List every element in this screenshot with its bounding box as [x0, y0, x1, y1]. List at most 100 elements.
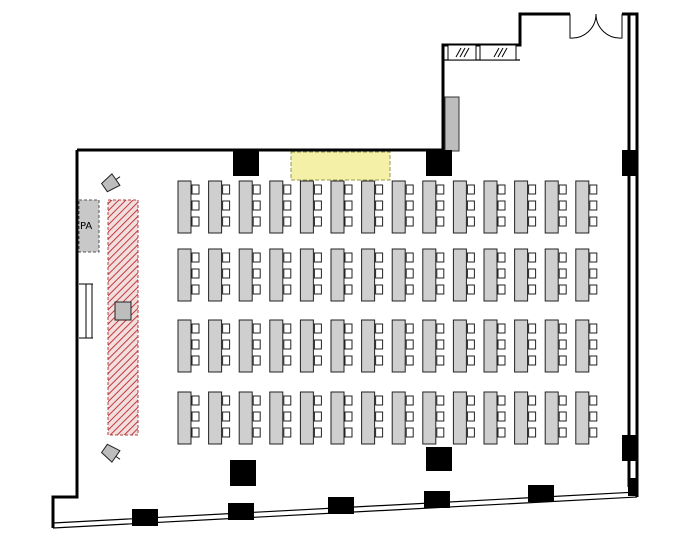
- chair: [497, 323, 506, 334]
- desk: [544, 319, 559, 373]
- desk-unit: [514, 180, 537, 234]
- desk: [575, 319, 590, 373]
- desk-unit: [269, 180, 292, 234]
- door-leaf-left[interactable]: [569, 13, 597, 39]
- desk-unit: [361, 391, 384, 445]
- desk-unit: [361, 248, 384, 302]
- chair: [283, 184, 292, 195]
- desk: [452, 391, 467, 445]
- chair: [405, 323, 414, 334]
- chair: [558, 323, 567, 334]
- desk: [422, 180, 437, 234]
- west-wall: [51, 150, 79, 528]
- chair: [191, 427, 200, 438]
- column: [328, 497, 354, 514]
- seating-row-block: [177, 319, 598, 373]
- chair: [436, 184, 445, 195]
- desk: [330, 391, 345, 445]
- chair: [466, 395, 475, 406]
- chair: [252, 268, 261, 279]
- chair: [497, 355, 506, 366]
- desk-unit: [514, 248, 537, 302]
- desk-unit: [422, 319, 445, 373]
- desk: [208, 319, 223, 373]
- chair: [589, 339, 598, 350]
- desk: [575, 180, 590, 234]
- chair: [313, 284, 322, 295]
- desk: [422, 319, 437, 373]
- column: [424, 491, 450, 508]
- pa-label: PA: [80, 221, 92, 232]
- chair: [405, 268, 414, 279]
- west-side-door[interactable]: [79, 283, 93, 339]
- chair: [191, 268, 200, 279]
- chair: [436, 200, 445, 211]
- chair: [436, 411, 445, 422]
- desk-unit: [177, 391, 200, 445]
- desk-unit: [422, 248, 445, 302]
- desk-unit: [575, 248, 598, 302]
- desk: [238, 248, 253, 302]
- chair: [466, 252, 475, 263]
- chair: [283, 427, 292, 438]
- desk-unit: [177, 248, 200, 302]
- chair: [558, 284, 567, 295]
- chair: [344, 268, 353, 279]
- chair: [497, 268, 506, 279]
- chair: [222, 184, 231, 195]
- column: [622, 435, 637, 461]
- desk-unit: [483, 319, 506, 373]
- chair: [589, 252, 598, 263]
- seating-row-block: [177, 180, 598, 234]
- chair: [528, 184, 537, 195]
- desk: [544, 391, 559, 445]
- chair: [558, 355, 567, 366]
- speaker-north: [100, 173, 121, 193]
- chair: [375, 323, 384, 334]
- column: [132, 509, 158, 526]
- chair: [436, 339, 445, 350]
- desk: [238, 180, 253, 234]
- window-2: [479, 44, 517, 61]
- chair: [497, 200, 506, 211]
- desk: [452, 180, 467, 234]
- chair: [222, 411, 231, 422]
- desk: [514, 391, 529, 445]
- desk: [330, 248, 345, 302]
- entrance-door[interactable]: [569, 13, 623, 39]
- chair: [589, 323, 598, 334]
- chair: [528, 323, 537, 334]
- desk-unit: [452, 391, 475, 445]
- chair: [375, 395, 384, 406]
- chair: [528, 355, 537, 366]
- desk-unit: [544, 180, 567, 234]
- chair: [191, 284, 200, 295]
- desk: [299, 391, 314, 445]
- desk: [238, 319, 253, 373]
- chair: [344, 200, 353, 211]
- desk-unit: [575, 319, 598, 373]
- chair: [436, 216, 445, 227]
- desk: [483, 248, 498, 302]
- desk-unit: [208, 391, 231, 445]
- desk-unit: [208, 248, 231, 302]
- chair: [528, 216, 537, 227]
- desk: [361, 248, 376, 302]
- desk: [452, 319, 467, 373]
- desk: [575, 391, 590, 445]
- chair: [589, 395, 598, 406]
- chair: [558, 395, 567, 406]
- desk-unit: [330, 248, 353, 302]
- door-leaf-right[interactable]: [595, 13, 623, 39]
- desk-unit: [330, 319, 353, 373]
- chair: [344, 284, 353, 295]
- chair: [466, 427, 475, 438]
- desk: [177, 319, 192, 373]
- chair: [436, 268, 445, 279]
- chair: [405, 411, 414, 422]
- chair: [252, 252, 261, 263]
- chair: [344, 427, 353, 438]
- chair: [252, 427, 261, 438]
- chair: [191, 355, 200, 366]
- desk-unit: [299, 248, 322, 302]
